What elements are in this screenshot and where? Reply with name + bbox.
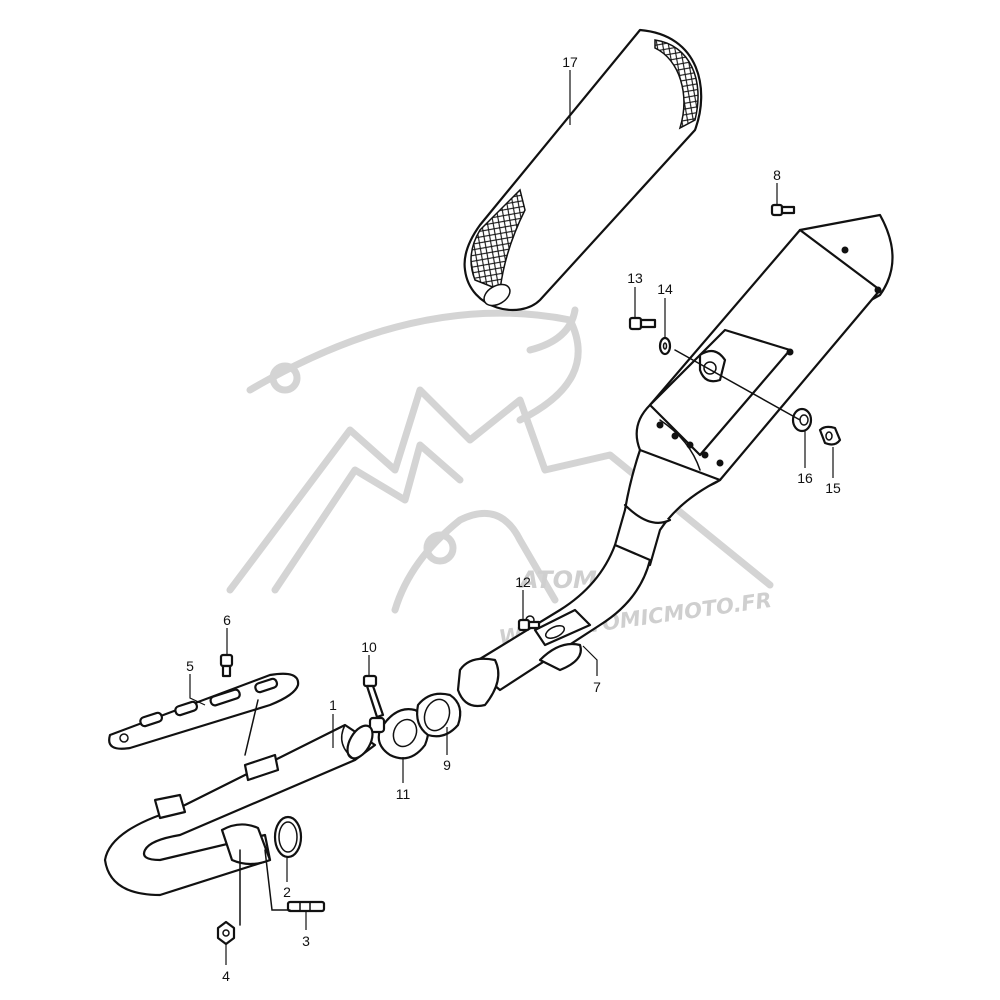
callout-2: 2 <box>283 884 291 900</box>
callout-7: 7 <box>593 679 601 695</box>
callout-17: 17 <box>562 54 578 70</box>
callout-11: 11 <box>396 786 411 802</box>
exhaust-header-pipe <box>103 723 377 897</box>
screw-8 <box>770 203 796 217</box>
muffler-cover <box>463 28 703 312</box>
bolt-13 <box>628 316 657 331</box>
collar-15 <box>818 425 842 446</box>
guide-1-to-3 <box>264 849 291 911</box>
clamp-11 <box>368 708 430 760</box>
callout-5: 5 <box>186 658 194 674</box>
heat-guard <box>108 672 300 750</box>
gasket-9 <box>416 692 462 738</box>
stud-3 <box>286 900 326 913</box>
callout-10: 10 <box>361 639 377 655</box>
grommet-16 <box>791 407 813 433</box>
bolt-12 <box>517 618 541 632</box>
gasket-2 <box>273 815 303 859</box>
callout-1: 1 <box>329 697 337 713</box>
clamp-bolt-10 <box>362 674 385 719</box>
callout-8: 8 <box>773 167 781 183</box>
mount-axis-line <box>674 349 801 421</box>
watermark-logo <box>226 306 774 614</box>
callout-4: 4 <box>222 968 230 984</box>
callout-12: 12 <box>515 574 531 590</box>
link-pipe <box>456 543 652 708</box>
screw-6 <box>219 653 234 678</box>
callout-13: 13 <box>627 270 643 286</box>
callout-9: 9 <box>443 757 451 773</box>
callout-6: 6 <box>223 612 231 628</box>
callout-16: 16 <box>797 470 813 486</box>
washer-14 <box>658 336 672 356</box>
callout-3: 3 <box>302 933 310 949</box>
callout-15: 15 <box>825 480 841 496</box>
leader-lines <box>189 70 834 965</box>
guide-5-to-1 <box>244 699 259 756</box>
muffler-body <box>613 213 894 567</box>
callout-14: 14 <box>657 281 673 297</box>
nut-4 <box>216 920 236 946</box>
